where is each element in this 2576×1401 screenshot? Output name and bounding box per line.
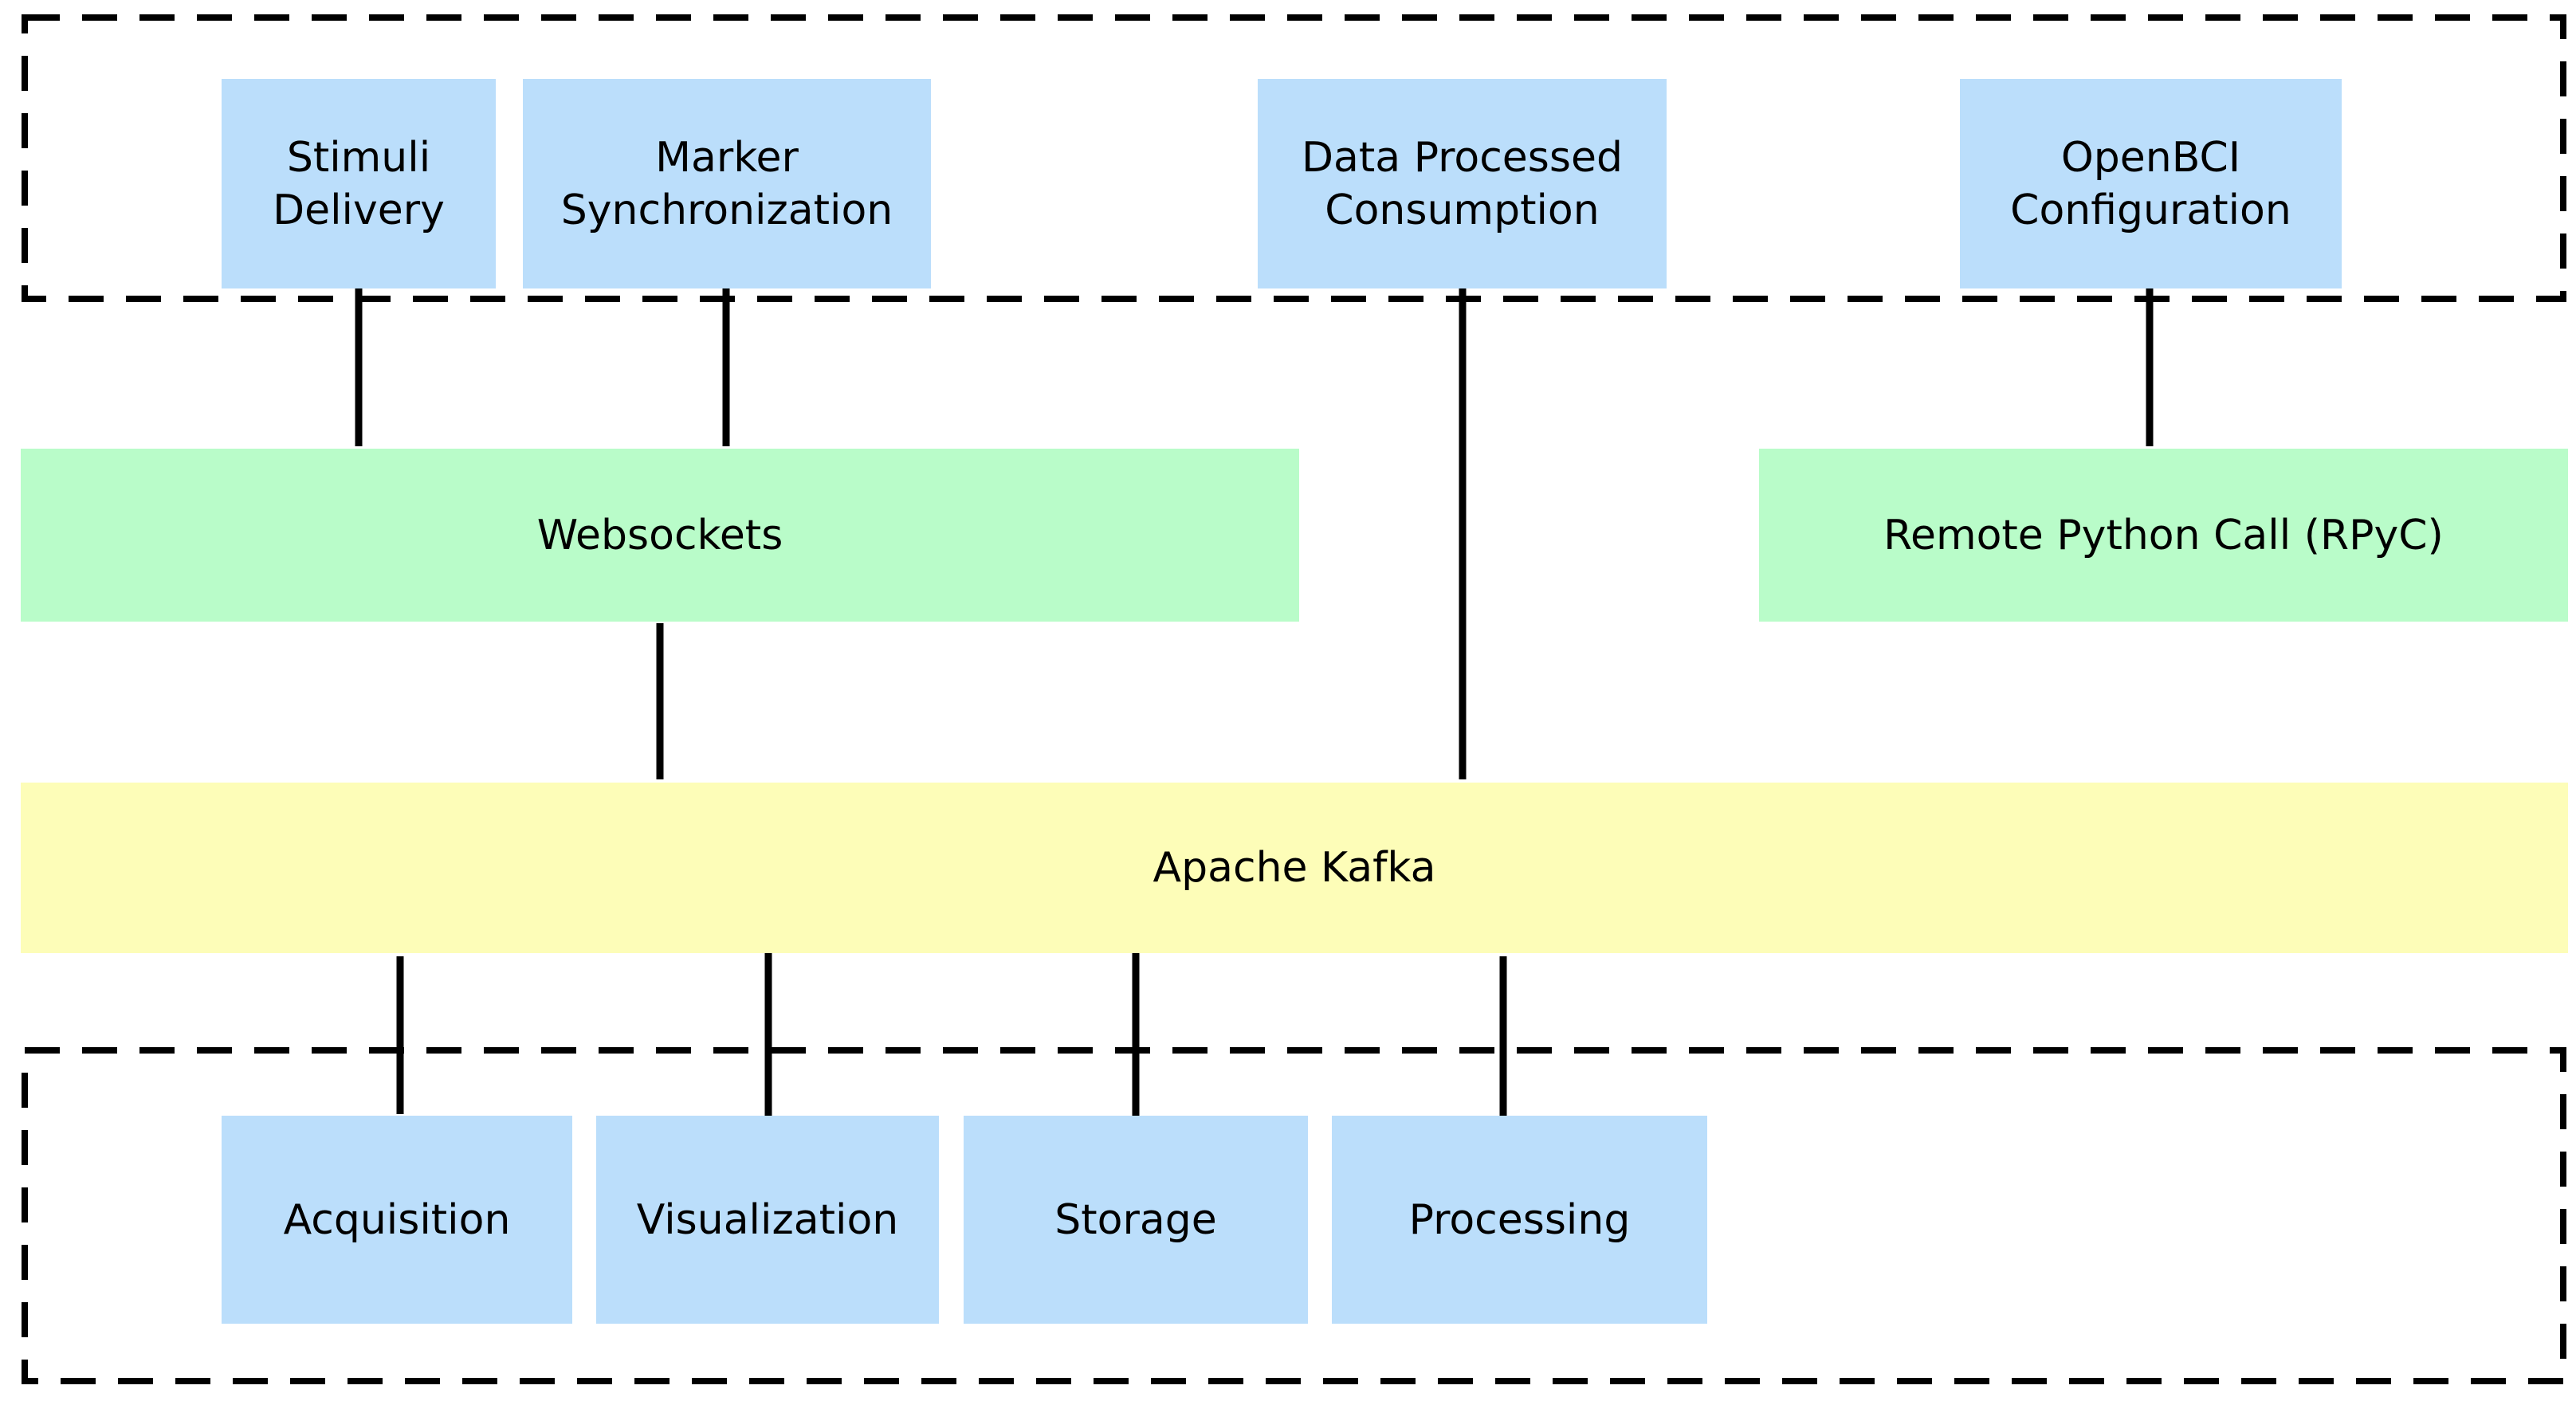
openbci-configuration-label: OpenBCI Configuration (2010, 133, 2291, 234)
data-processed-consumption-label: Data Processed Consumption (1302, 133, 1623, 234)
storage-label: Storage (1054, 1195, 1217, 1244)
apache-kafka-label: Apache Kafka (1153, 844, 1436, 892)
storage-box: Storage (964, 1116, 1308, 1324)
marker-synchronization-label: Marker Synchronization (560, 133, 893, 234)
websockets-label: Websockets (536, 511, 783, 559)
openbci-configuration-box: OpenBCI Configuration (1960, 79, 2342, 288)
websockets-box: Websockets (21, 449, 1299, 622)
data-processed-consumption-box: Data Processed Consumption (1258, 79, 1667, 288)
rpyc-label: Remote Python Call (RPyC) (1883, 511, 2444, 559)
stimuli-delivery-label: Stimuli Delivery (273, 133, 445, 234)
bottom-group-container (22, 1047, 2566, 1384)
apache-kafka-box: Apache Kafka (21, 783, 2568, 953)
stimuli-delivery-box: Stimuli Delivery (222, 79, 496, 288)
visualization-label: Visualization (636, 1195, 899, 1244)
processing-box: Processing (1332, 1116, 1707, 1324)
rpyc-box: Remote Python Call (RPyC) (1759, 449, 2568, 622)
visualization-box: Visualization (596, 1116, 939, 1324)
acquisition-label: Acquisition (283, 1195, 511, 1244)
processing-label: Processing (1408, 1195, 1631, 1244)
marker-synchronization-box: Marker Synchronization (523, 79, 931, 288)
top-group-container (22, 14, 2566, 302)
acquisition-box: Acquisition (222, 1116, 572, 1324)
